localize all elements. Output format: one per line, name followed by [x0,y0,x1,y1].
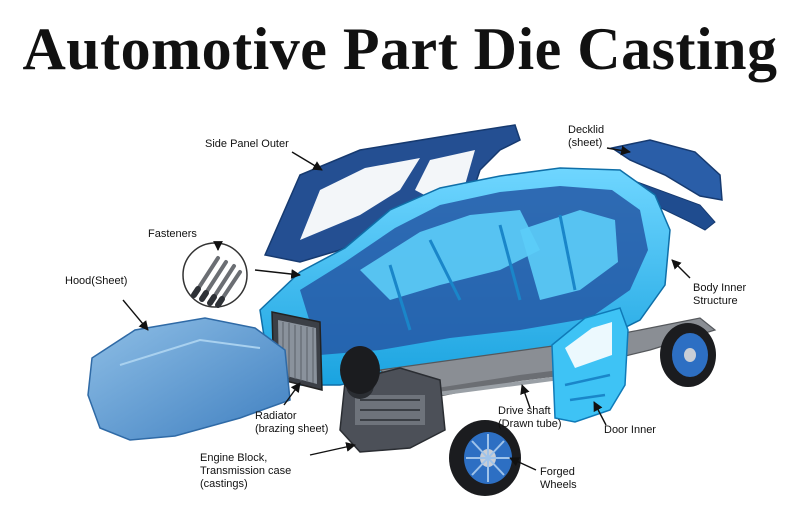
fasteners-inset [182,242,248,308]
diagram-title: Automotive Part Die Casting [22,16,778,82]
body-in-white-part [259,167,671,386]
side-panel-outer-part [263,124,521,263]
hood-part [87,317,291,441]
label-side-panel-outer: Side Panel Outer [205,138,289,150]
label-forged-wheels: Forged Wheels [540,466,577,491]
label-engine-block: Engine Block, Transmission case (casting… [200,452,292,490]
front-wheel [449,420,521,496]
label-radiator: Radiator (brazing sheet) [255,410,329,435]
leader-arrows [122,145,691,471]
label-drive-shaft: Drive shaft (Drawn tube) [498,405,562,430]
rear-wheel [660,323,716,387]
left-wheel [340,346,380,394]
label-hood: Hood(Sheet) [65,275,128,287]
label-fasteners: Fasteners [148,228,197,240]
label-body-inner-structure: Body Inner Structure [693,282,747,307]
label-decklid: Decklid (sheet) [568,124,605,149]
label-door-inner: Door Inner [604,424,656,436]
door-inner-part [551,307,629,423]
